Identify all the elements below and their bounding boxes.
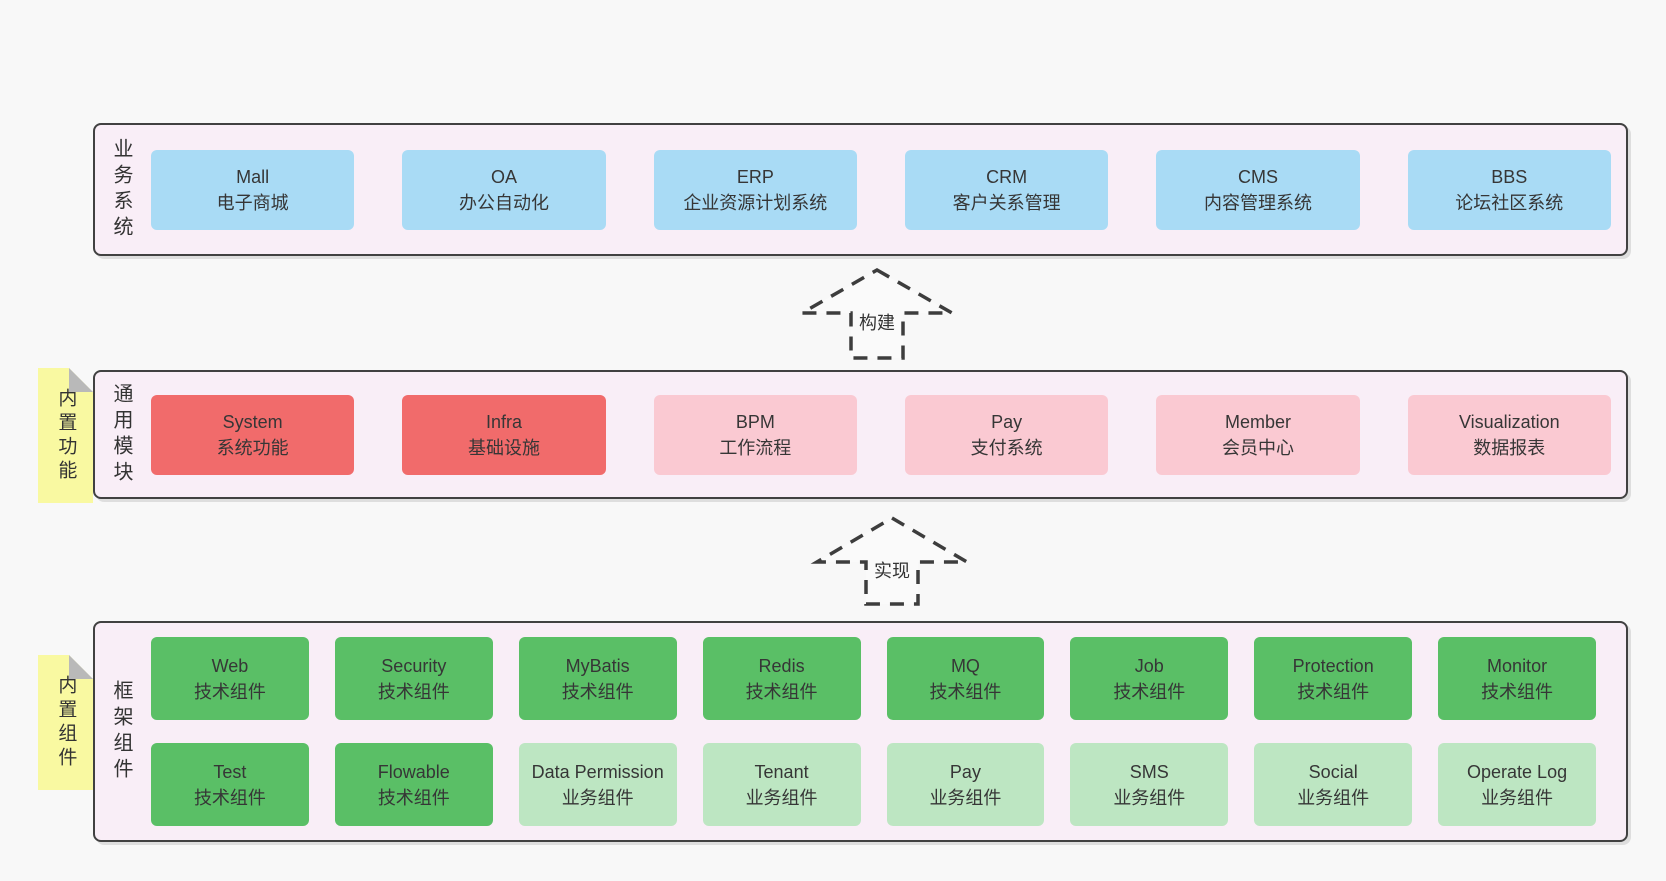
module-box-bpm: BPM 工作流程	[653, 394, 857, 475]
component-box-data-permission: Data Permission 业务组件	[518, 743, 677, 826]
system-box-crm: CRM 客户关系管理	[904, 149, 1109, 230]
component-box-mq: MQ 技术组件	[886, 637, 1045, 720]
business-systems-label: 业务系统	[110, 137, 132, 242]
build-arrow-label: 构建	[856, 309, 898, 335]
module-box-infra: Infra 基础设施	[402, 394, 606, 475]
module-box-pay: Pay 支付系统	[904, 394, 1109, 475]
framework-components-panel: 框架组件 Web 技术组件 Security 技术组件 MyBatis 技术组件…	[93, 621, 1628, 842]
module-box-visualization: Visualization 数据报表	[1407, 394, 1611, 475]
component-box-redis: Redis 技术组件	[702, 637, 861, 720]
component-box-mybatis: MyBatis 技术组件	[518, 637, 677, 720]
component-box-monitor: Monitor 技术组件	[1438, 637, 1596, 720]
common-modules-content: System 系统功能 Infra 基础设施 BPM 工作流程 Pay 支付系统…	[151, 394, 1611, 475]
component-box-tenant: Tenant 业务组件	[702, 743, 861, 826]
system-box-cms: CMS 内容管理系统	[1156, 149, 1360, 230]
component-box-flowable: Flowable 技术组件	[334, 743, 493, 826]
builtin-features-sticky: 内置功能	[38, 368, 93, 503]
business-systems-panel: 业务系统 Mall 电子商城 OA 办公自动化 ERP 企业资源计划系统 CRM…	[93, 123, 1628, 256]
system-box-mall: Mall 电子商城	[151, 149, 355, 230]
module-box-system: System 系统功能	[151, 394, 355, 475]
component-box-social: Social 业务组件	[1254, 743, 1413, 826]
component-box-job: Job 技术组件	[1070, 637, 1229, 720]
component-box-test: Test 技术组件	[151, 743, 309, 826]
component-box-protection: Protection 技术组件	[1254, 637, 1413, 720]
builtin-features-sticky-label: 内置功能	[55, 387, 77, 484]
system-box-oa: OA 办公自动化	[402, 149, 606, 230]
business-systems-content: Mall 电子商城 OA 办公自动化 ERP 企业资源计划系统 CRM 客户关系…	[151, 149, 1611, 230]
common-modules-panel: 通用模块 System 系统功能 Infra 基础设施 BPM 工作流程 Pay…	[93, 370, 1628, 499]
module-box-member: Member 会员中心	[1156, 394, 1360, 475]
builtin-components-sticky: 内置组件	[38, 655, 93, 790]
framework-components-content: Web 技术组件 Security 技术组件 MyBatis 技术组件 Redi…	[151, 637, 1611, 826]
builtin-components-sticky-label: 内置组件	[55, 674, 77, 771]
implement-arrow-label: 实现	[871, 557, 913, 583]
component-box-sms: SMS 业务组件	[1070, 743, 1229, 826]
system-box-erp: ERP 企业资源计划系统	[653, 149, 857, 230]
component-box-security: Security 技术组件	[334, 637, 493, 720]
system-box-bbs: BBS 论坛社区系统	[1407, 149, 1611, 230]
common-modules-label: 通用模块	[110, 382, 132, 487]
framework-components-label: 框架组件	[110, 679, 132, 784]
component-box-web: Web 技术组件	[151, 637, 309, 720]
component-box-operate-log: Operate Log 业务组件	[1438, 743, 1596, 826]
component-box-pay: Pay 业务组件	[886, 743, 1045, 826]
